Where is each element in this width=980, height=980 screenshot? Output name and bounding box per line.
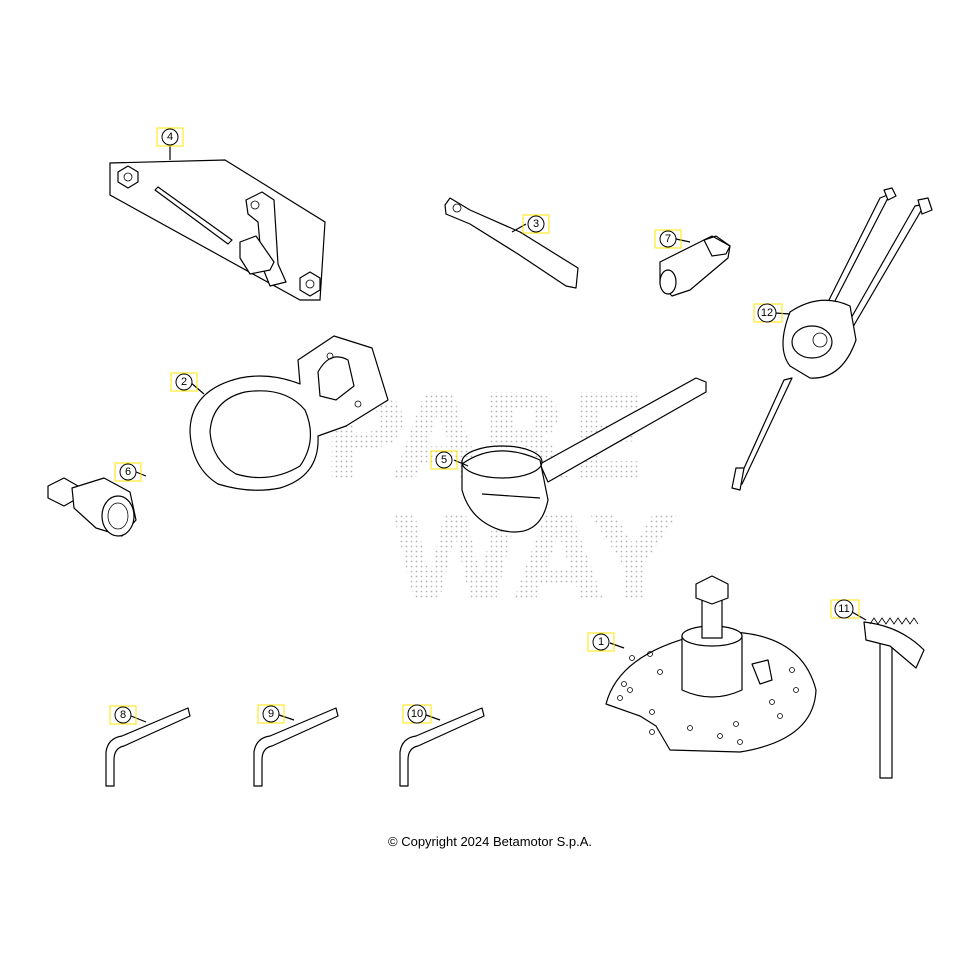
callout-12: 12 xyxy=(753,303,783,323)
callout-10-label: 10 xyxy=(411,708,423,720)
callout-12-label: 12 xyxy=(761,307,773,319)
part-3-bar-wrench xyxy=(444,197,579,289)
callout-7-label: 7 xyxy=(665,233,671,245)
part-12-puller xyxy=(731,187,933,491)
callout-5: 5 xyxy=(430,450,458,470)
part-2-ring-spanner xyxy=(189,335,389,491)
copyright-notice: © Copyright 2024 Betamotor S.p.A. xyxy=(388,834,592,849)
callout-4-label: 4 xyxy=(167,131,173,143)
callout-11-label: 11 xyxy=(838,603,849,615)
callout-9-label: 9 xyxy=(268,708,274,720)
callout-3-label: 3 xyxy=(533,218,539,230)
callout-1-label: 1 xyxy=(598,636,604,648)
part-8-hex-key xyxy=(105,707,191,787)
callout-2-label: 2 xyxy=(181,376,187,388)
callout-5-label: 5 xyxy=(441,454,447,466)
callout-11: 11 xyxy=(830,599,860,619)
callout-6-label: 6 xyxy=(125,466,131,478)
part-6-thread-adapter xyxy=(47,477,137,537)
callout-7: 7 xyxy=(654,229,682,249)
part-5-cylinder-spanner xyxy=(461,377,707,533)
part-10-hex-key xyxy=(399,707,485,787)
part-1-flywheel-holder xyxy=(605,575,817,753)
callout-9: 9 xyxy=(257,704,285,724)
callout-8: 8 xyxy=(109,705,137,725)
callout-2: 2 xyxy=(170,372,198,392)
callout-4: 4 xyxy=(156,127,184,147)
callout-1: 1 xyxy=(587,632,615,652)
callout-8-label: 8 xyxy=(120,709,126,721)
callout-6: 6 xyxy=(114,462,142,482)
part-7-socket xyxy=(659,235,731,297)
part-4-tool-kit xyxy=(109,159,326,301)
part-9-hex-key xyxy=(253,707,339,787)
callout-3: 3 xyxy=(522,214,550,234)
part-11-ratchet-tool xyxy=(863,617,925,779)
callout-10: 10 xyxy=(402,704,432,724)
